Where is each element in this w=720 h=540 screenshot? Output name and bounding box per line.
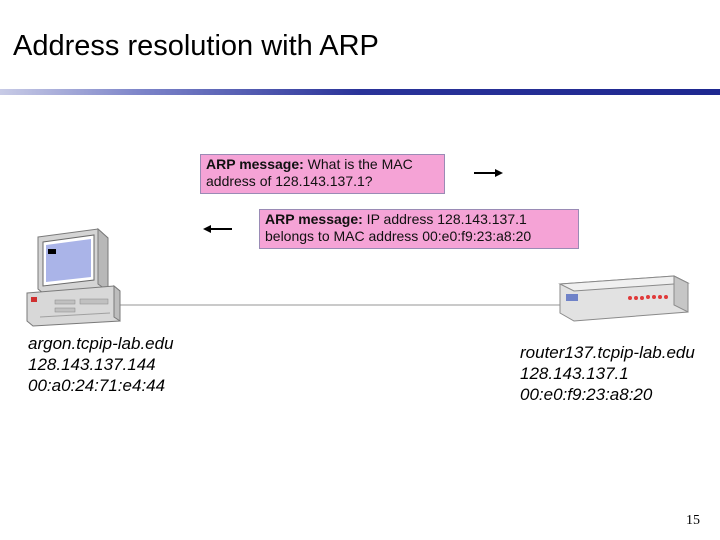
argon-ip: 128.143.137.144 <box>28 355 156 374</box>
arp-request-line1: What is the MAC <box>303 156 413 172</box>
router-host-label: router137.tcpip-lab.edu 128.143.137.1 00… <box>520 342 695 405</box>
arp-request-message: ARP message: What is the MAC address of … <box>200 154 445 194</box>
argon-hostname: argon.tcpip-lab.edu <box>28 334 174 353</box>
arp-reply-message: ARP message: IP address 128.143.137.1 be… <box>259 209 579 249</box>
router-device-icon <box>558 275 690 322</box>
arp-reply-line2: belongs to MAC address 00:e0:f9:23:a8:20 <box>265 228 532 244</box>
reply-arrow <box>203 225 232 233</box>
request-arrow <box>474 169 503 177</box>
slide-title: Address resolution with ARP <box>13 30 379 62</box>
argon-host-label: argon.tcpip-lab.edu 128.143.137.144 00:a… <box>28 333 174 396</box>
title-rule <box>0 89 720 95</box>
page-number: 15 <box>686 513 700 528</box>
arp-reply-line1: IP address 128.143.137.1 <box>362 211 527 227</box>
arp-reply-label: ARP message: <box>265 211 363 227</box>
arp-request-label: ARP message: <box>206 156 304 172</box>
router-hostname: router137.tcpip-lab.edu <box>520 343 695 362</box>
router-ip: 128.143.137.1 <box>520 364 629 383</box>
arp-request-line2: address of 128.143.137.1? <box>206 173 373 189</box>
argon-mac: 00:a0:24:71:e4:44 <box>28 376 166 395</box>
desktop-computer-icon <box>26 227 121 327</box>
router-mac: 00:e0:f9:23:a8:20 <box>520 385 653 404</box>
